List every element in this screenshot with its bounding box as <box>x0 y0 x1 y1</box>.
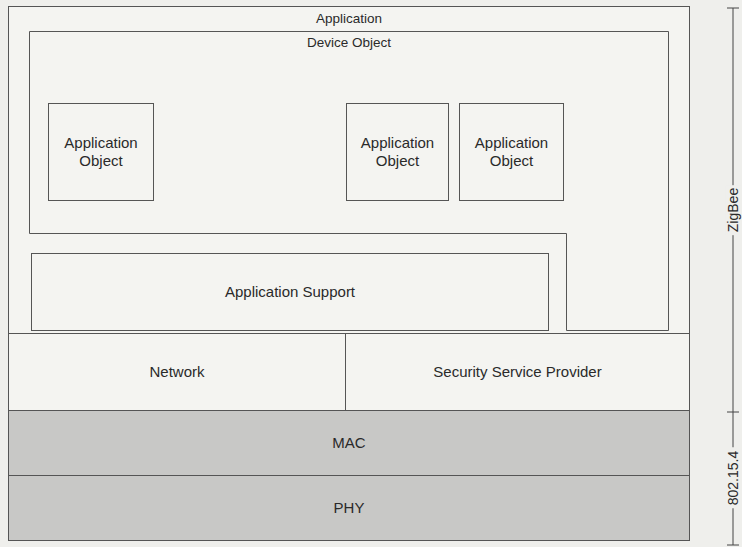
application-layer: ApplicationDevice ObjectApplication Obje… <box>8 6 690 334</box>
application-support: Application Support <box>31 253 549 331</box>
stack-bracket-label: 802.15.4 <box>725 448 741 509</box>
application-object: Application Object <box>459 103 564 201</box>
bracket-tick <box>727 545 739 546</box>
layer-label: Application Object <box>53 134 149 170</box>
mac-layer: MAC <box>8 410 690 476</box>
layer-label: MAC <box>332 434 365 452</box>
network-layer: Network <box>8 333 346 411</box>
layer-label: Application Support <box>225 283 355 301</box>
layer-label: Network <box>149 363 204 381</box>
stack-bracket-label: ZigBee <box>725 185 741 235</box>
layer-label: Application Object <box>351 134 444 170</box>
layer-label: Application <box>9 11 689 27</box>
layer-label: Device Object <box>29 35 669 51</box>
layer-label: Application Object <box>464 134 559 170</box>
bracket-tick <box>727 8 739 9</box>
application-object: Application Object <box>346 103 449 201</box>
application-object: Application Object <box>48 103 154 201</box>
layer-label: PHY <box>334 499 365 517</box>
phy-layer: PHY <box>8 475 690 541</box>
security-provider: Security Service Provider <box>345 333 690 411</box>
layer-label: Security Service Provider <box>433 363 601 381</box>
